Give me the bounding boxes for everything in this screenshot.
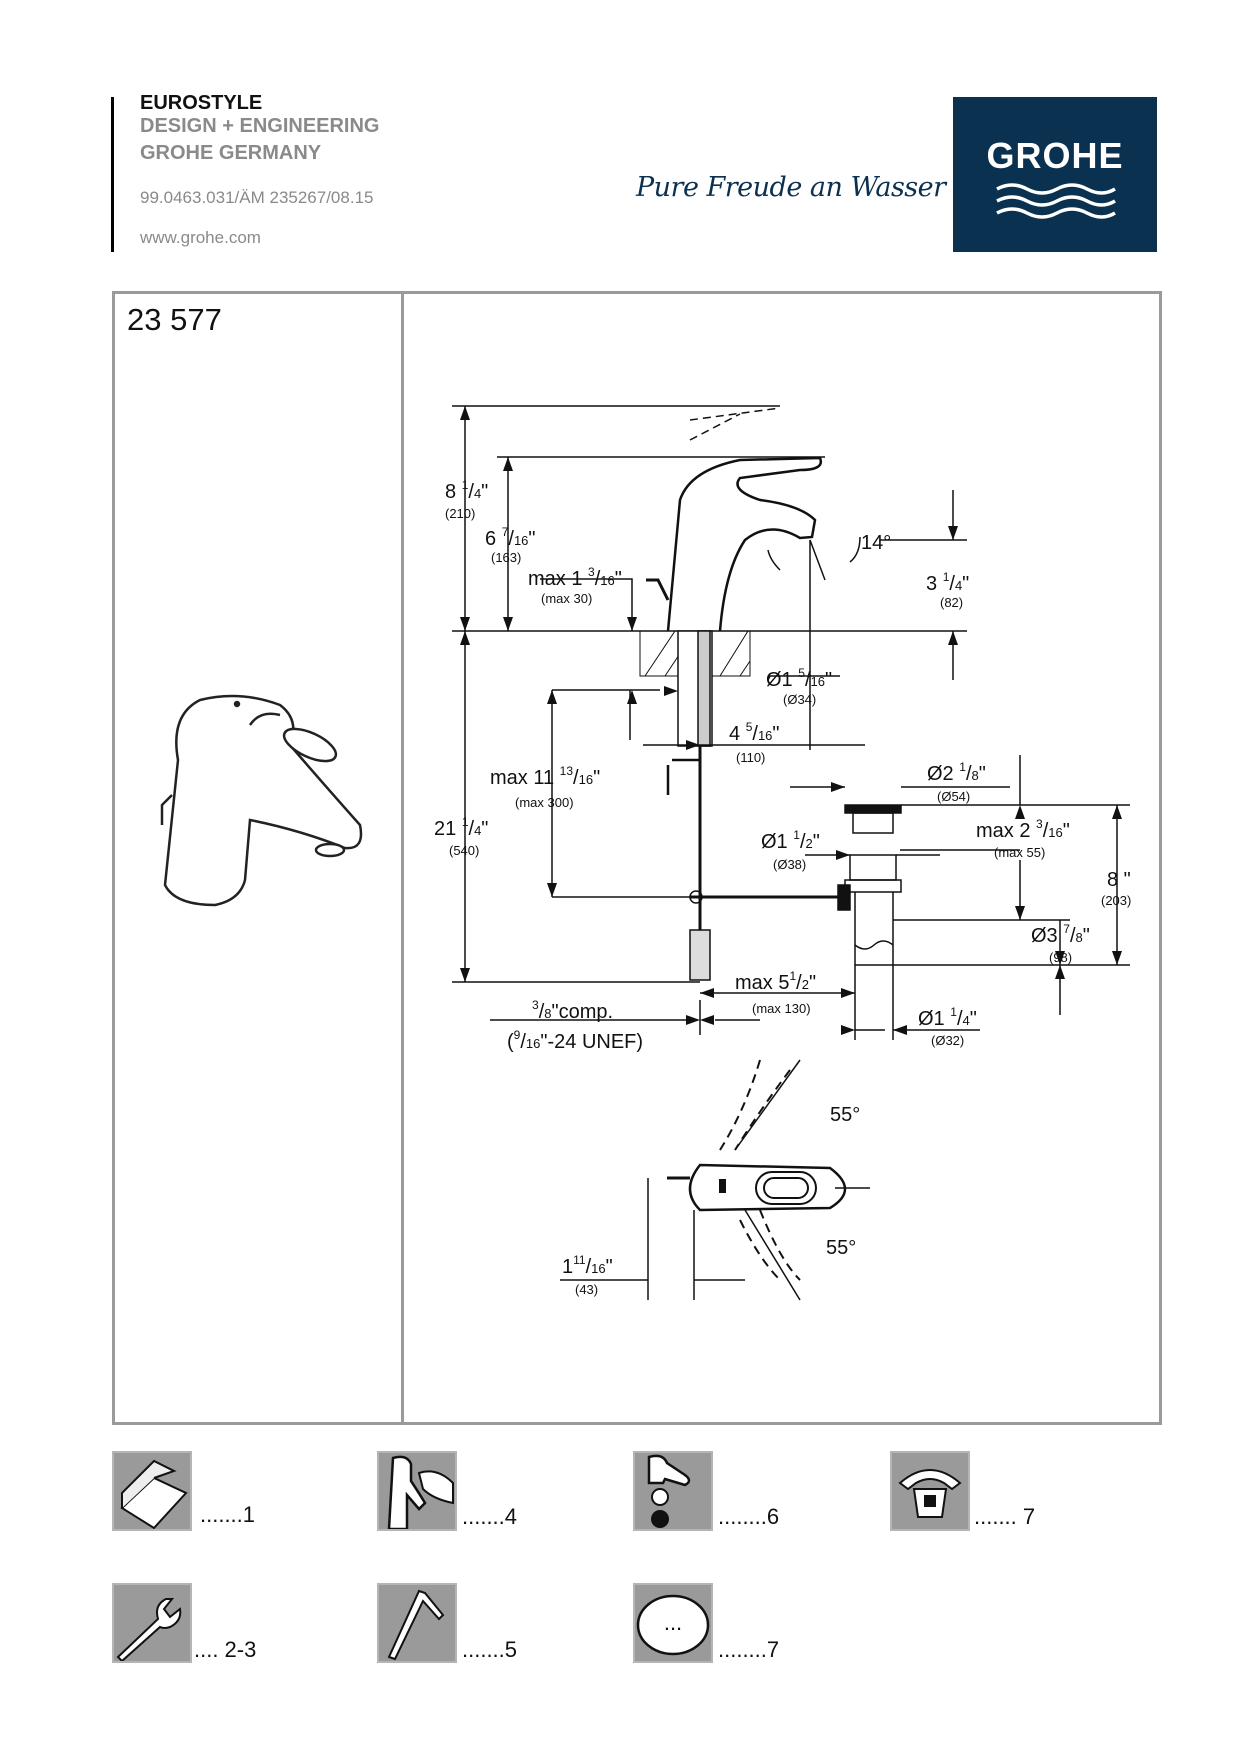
dim-drain-length: 8 " (1107, 869, 1131, 891)
dim-drain-hole: Ø1 1/2" (761, 828, 820, 853)
plan-view (560, 1059, 870, 1301)
faucet-hand-icon (377, 1451, 457, 1531)
dim-tail-diameter-mm: (Ø32) (931, 1033, 964, 1048)
dim-lever-angle-lower: 55° (826, 1237, 856, 1259)
dim-rod-offset: 111/16" (562, 1253, 613, 1278)
dim-outlet-height: 3 1/4" (926, 570, 969, 595)
dim-drain-thickness: max 2 3/16" (976, 817, 1070, 842)
more-icon: ... (633, 1583, 713, 1663)
more-glyph: ... (664, 1610, 682, 1635)
dim-total-height-mm: (210) (445, 506, 475, 521)
slogan: Pure Freude an Wasser (636, 172, 946, 203)
dim-lever-angle-upper: 55° (830, 1104, 860, 1126)
dim-thread: (9/16"-24 UNEF) (507, 1028, 643, 1053)
dim-outlet-height-mm: (82) (940, 595, 963, 610)
dim-compression: 3/8"comp. (532, 998, 613, 1023)
model-number: 23 577 (127, 302, 222, 337)
header-line-design: DESIGN + ENGINEERING (140, 115, 380, 137)
dim-flange-diameter-mm: (Ø54) (937, 789, 970, 804)
dim-drain-length-mm: (203) (1101, 893, 1131, 908)
grohe-logo: GROHE (953, 97, 1157, 252)
dim-total-height: 8 1/4" (445, 478, 488, 503)
package-box-icon (112, 1451, 192, 1531)
header-line-company: GROHE GERMANY (140, 142, 322, 164)
dim-flange-diameter: Ø2 1/8" (927, 760, 986, 785)
faucet-product-image (160, 694, 363, 907)
logo-text: GROHE (986, 135, 1124, 176)
dim-counter-thickness-mm: (max 30) (541, 591, 592, 606)
dim-rod-offset-mm: (43) (575, 1282, 598, 1297)
dim-below-height-mm: (540) (449, 843, 479, 858)
dim-spout-height-mm: (163) (491, 550, 521, 565)
elevation-view (452, 405, 1130, 1040)
website-link[interactable]: www.grohe.com (140, 228, 261, 247)
hex-key-icon (377, 1583, 457, 1663)
dimension-labels: 8 1/4" (210) 6 7/16" (163) max 1 3/16" (… (434, 478, 1131, 1297)
dim-offset: max 51/2" (735, 969, 816, 994)
faucet-parts-icon (633, 1451, 713, 1531)
header-rule (111, 97, 114, 252)
dim-hole-diameter: Ø1 5/16" (766, 666, 832, 691)
dim-reach: 4 5/16" (729, 720, 780, 745)
dim-rod-length-mm: (max 300) (515, 795, 574, 810)
icon-label-hex-key: .......5 (462, 1637, 518, 1662)
dim-spout-angle: 14° (861, 532, 891, 554)
dim-spout-height: 6 7/16" (485, 525, 536, 550)
icon-label-parts: ........6 (718, 1504, 780, 1529)
wrench-icon (112, 1583, 192, 1663)
dim-below-height: 21 1/4" (434, 815, 488, 840)
icon-label-faucet: .......4 (462, 1504, 518, 1529)
frame-divider (401, 294, 404, 1422)
icon-label-wrench: .... 2-3 (194, 1637, 257, 1662)
telephone-icon (890, 1451, 970, 1531)
icon-label-phone: ....... 7 (974, 1504, 1036, 1529)
dim-offset-mm: (max 130) (752, 1001, 811, 1016)
document-code: 99.0463.031/ÄM 235267/08.15 (140, 188, 374, 207)
dim-trap-diameter: Ø3 7/8" (1031, 922, 1090, 947)
dim-rod-length: max 11 13/16" (490, 764, 600, 789)
dim-tail-diameter: Ø1 1/4" (918, 1005, 977, 1030)
dim-drain-thickness-mm: (max 55) (994, 845, 1045, 860)
dim-counter-thickness: max 1 3/16" (528, 565, 622, 590)
dim-drain-hole-mm: (Ø38) (773, 857, 806, 872)
dim-trap-diameter-mm: (98) (1049, 950, 1072, 965)
product-line: EUROSTYLE (140, 92, 263, 114)
icon-label-more: ........7 (718, 1637, 780, 1662)
dimension-arrows (460, 406, 1122, 1035)
icon-label-package: .......1 (200, 1502, 256, 1527)
drawing-frame: 23 577 (112, 291, 1162, 1425)
waves-icon (996, 183, 1116, 219)
dim-reach-mm: (110) (736, 750, 765, 765)
dim-hole-diameter-mm: (Ø34) (783, 692, 816, 707)
